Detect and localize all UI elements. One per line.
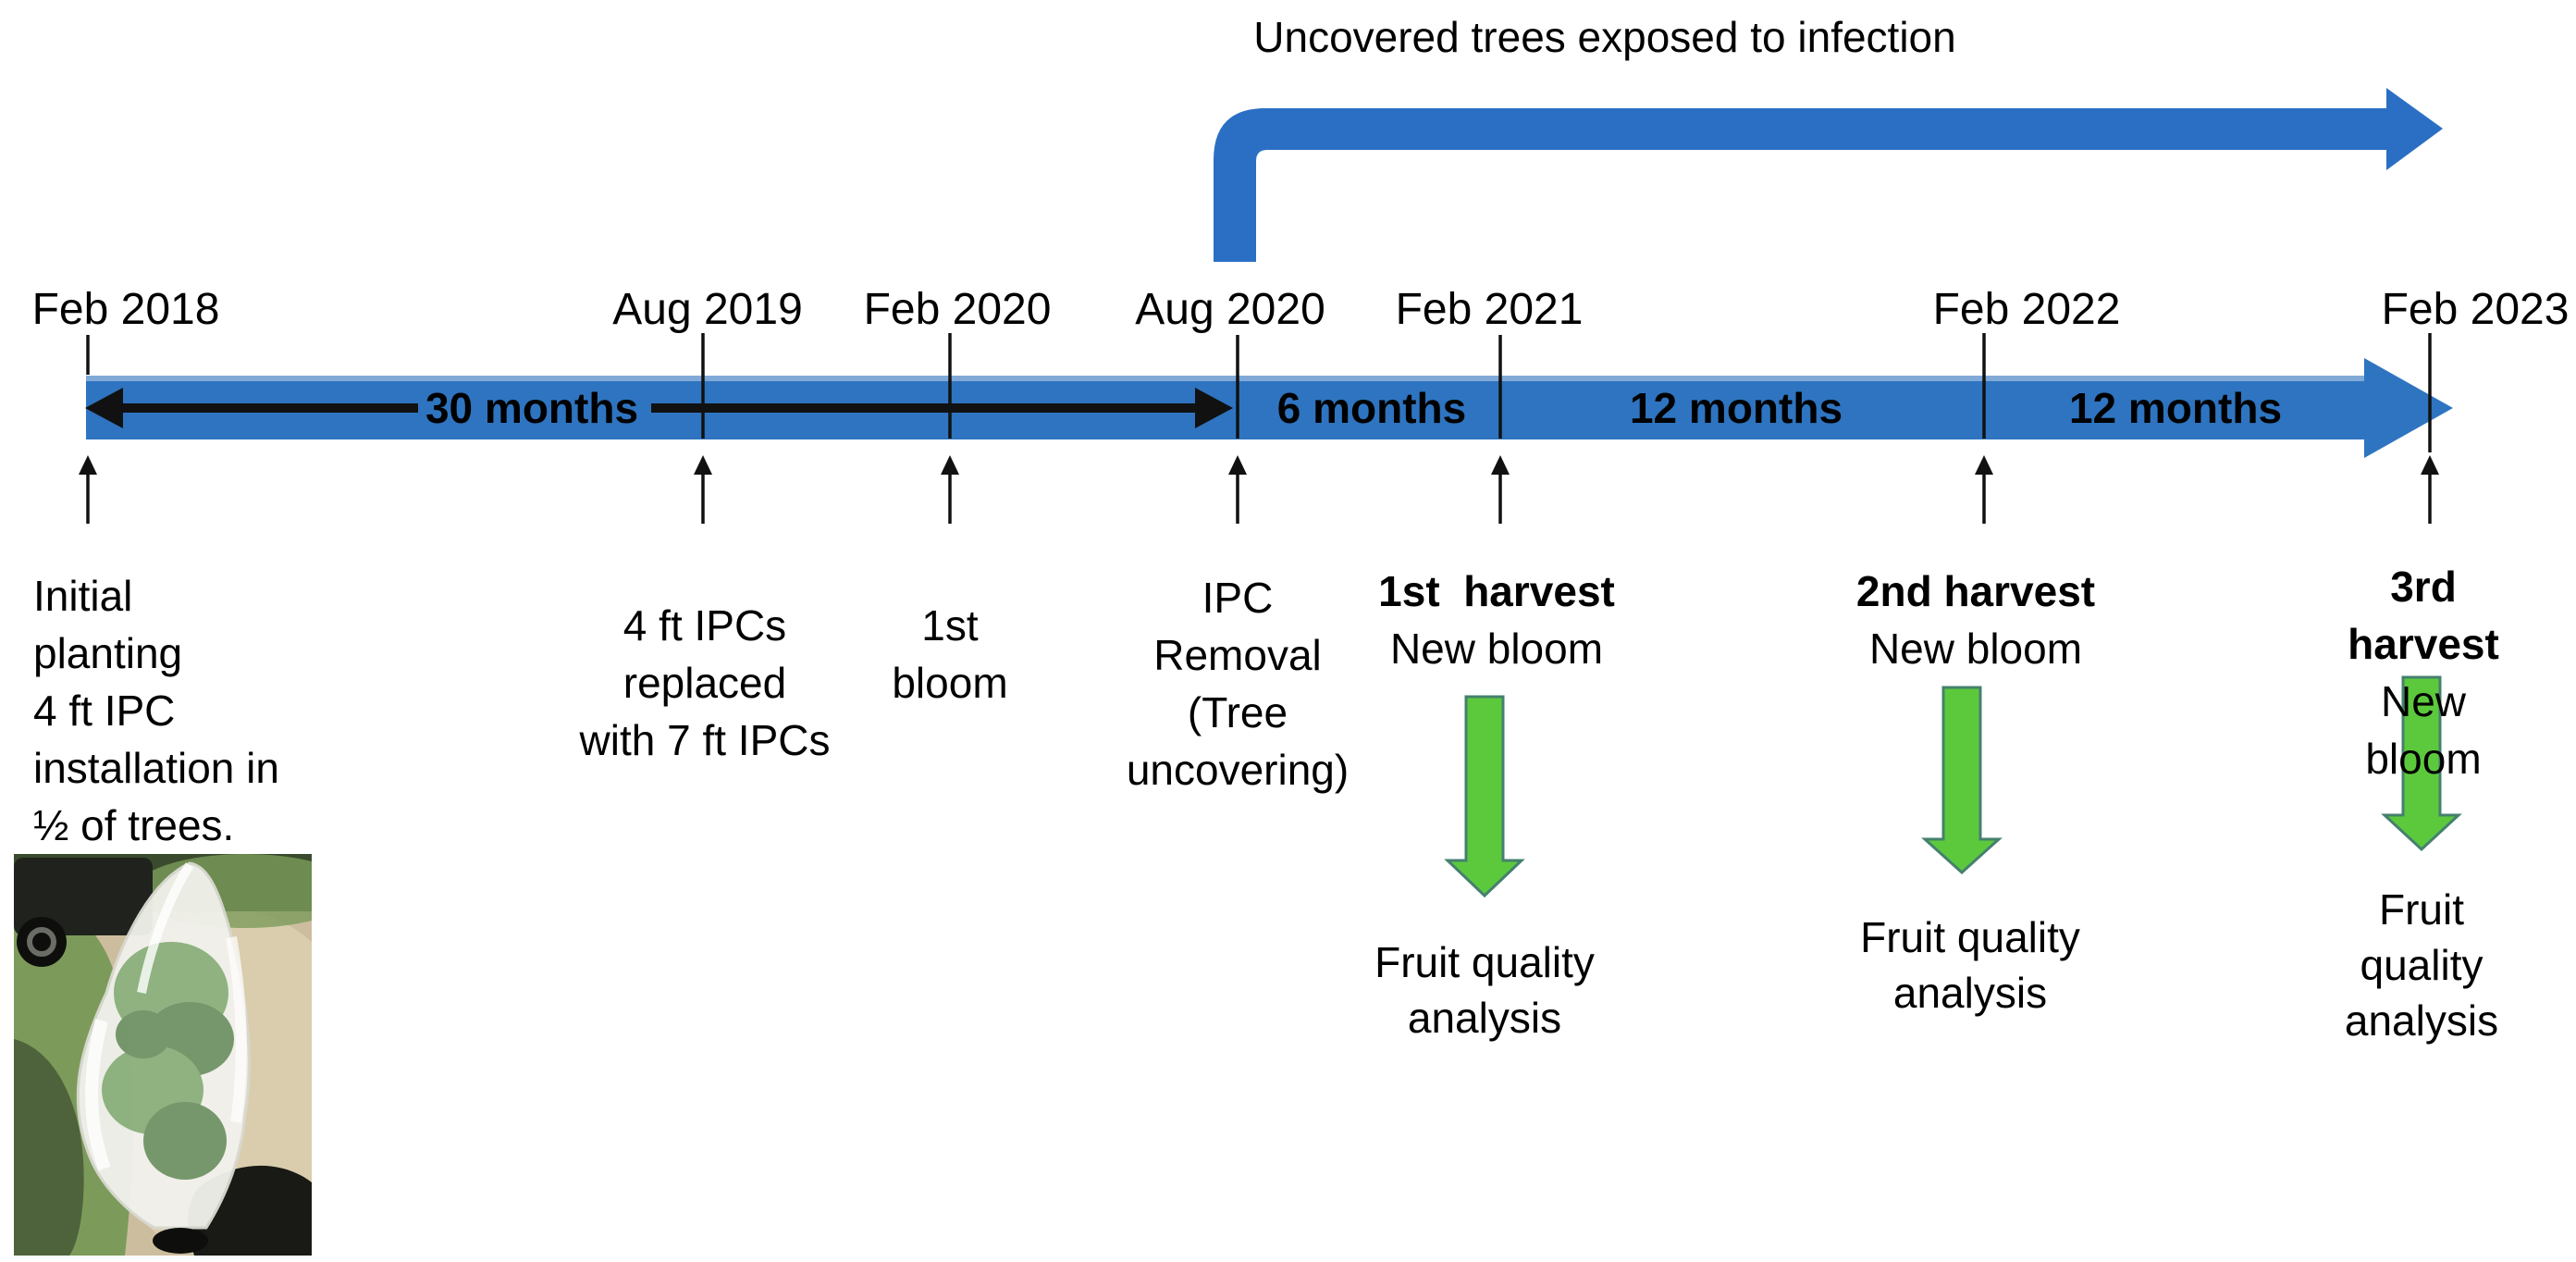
- down-arrow-icon-first-harvest: [1444, 695, 1525, 898]
- event-label-first-harvest: 1st harvest New bloom: [1378, 563, 1615, 677]
- covered-tree-photo-art: [14, 854, 312, 1256]
- third-harvest-subtitle: New bloom: [2365, 677, 2482, 783]
- event-label-third-harvest: 3rd harvest New bloom: [2348, 558, 2500, 787]
- up-arrow-icon-initial-planting: [79, 455, 97, 524]
- date-label-feb-2022: Feb 2022: [1932, 285, 2121, 334]
- up-arrow-icon-first-bloom: [941, 455, 959, 524]
- down-arrow-icon-second-harvest: [1921, 686, 2003, 875]
- date-label-feb-2021: Feb 2021: [1395, 285, 1584, 334]
- up-arrow-icon-ipc-replacement: [694, 455, 712, 524]
- duration-label-30-months: 30 months: [425, 384, 639, 432]
- fruit-quality-label-first: Fruit quality analysis: [1374, 938, 1595, 1042]
- first-harvest-title: 1st harvest: [1378, 567, 1615, 615]
- up-arrow-icon-ipc-removal: [1228, 455, 1247, 524]
- truck-in-background: [14, 858, 153, 967]
- event-label-ipc-replacement: 4 ft IPCs replaced with 7 ft IPCs: [579, 601, 831, 764]
- event-label-initial-planting: Initial planting 4 ft IPC installation i…: [33, 572, 279, 849]
- date-tick-lines: [86, 333, 2432, 452]
- duration-label-12-months-a: 12 months: [1629, 384, 1843, 432]
- third-harvest-title: 3rd harvest: [2348, 563, 2499, 668]
- second-harvest-title: 2nd harvest: [1855, 567, 2096, 615]
- fruit-analysis-arrows: [1444, 675, 2462, 898]
- event-label-second-harvest: 2nd harvest New bloom: [1856, 563, 2095, 677]
- date-label-feb-2018: Feb 2018: [31, 285, 220, 334]
- event-up-arrows: [79, 455, 2439, 524]
- fruit-quality-label-second: Fruit quality analysis: [1860, 913, 2080, 1017]
- first-harvest-subtitle: New bloom: [1389, 625, 1604, 673]
- up-arrow-icon-first-harvest: [1491, 455, 1510, 524]
- thirty-months-double-arrow-icon: [85, 388, 1233, 428]
- up-arrow-icon-second-harvest: [1975, 455, 1993, 524]
- down-arrow-icon-third-harvest: [2381, 675, 2462, 852]
- covered-tree-photo: [14, 854, 312, 1256]
- date-label-feb-2023: Feb 2023: [2381, 285, 2570, 334]
- date-label-feb-2020: Feb 2020: [863, 285, 1052, 334]
- duration-label-6-months: 6 months: [1276, 384, 1467, 432]
- event-label-ipc-removal: IPC Removal (Tree uncovering): [1126, 574, 1350, 794]
- duration-label-12-months-b: 12 months: [2068, 384, 2283, 432]
- date-label-aug-2020: Aug 2020: [1135, 285, 1325, 334]
- second-harvest-subtitle: New bloom: [1868, 625, 2083, 673]
- event-label-first-bloom: 1st bloom: [892, 601, 1008, 707]
- up-arrow-icon-third-harvest: [2421, 455, 2439, 524]
- figure-title: Uncovered trees exposed to infection: [1253, 13, 1956, 61]
- fruit-quality-label-third: Fruit quality analysis: [2344, 885, 2499, 1045]
- date-label-aug-2019: Aug 2019: [612, 285, 803, 334]
- timeline-bar-top-highlight: [86, 376, 2364, 381]
- uncovered-exposure-elbow-arrow-icon: [1214, 88, 2443, 262]
- ipc-covered-tree: [76, 861, 251, 1254]
- timeline-bar: [86, 358, 2453, 458]
